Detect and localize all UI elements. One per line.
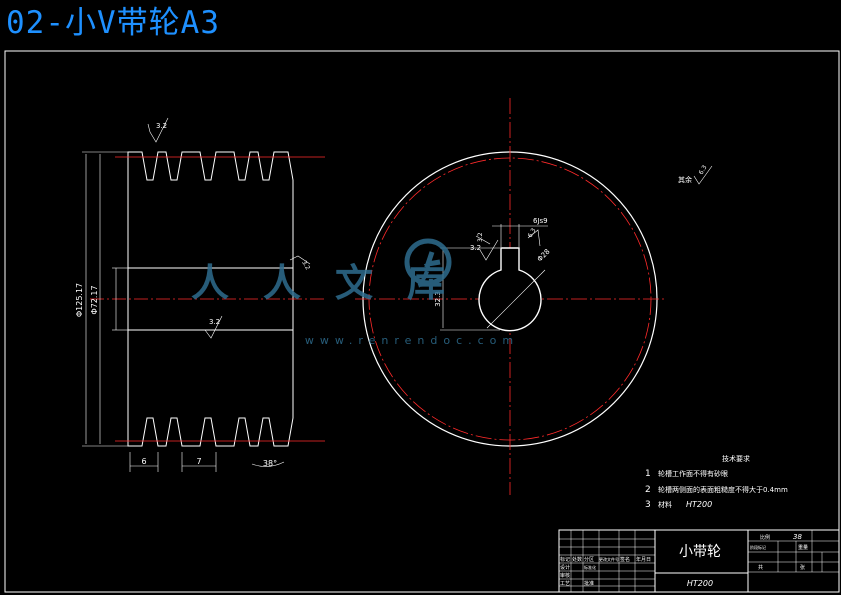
watermark-url: www.renrendoc.com bbox=[305, 334, 519, 347]
scale-value: 38 bbox=[793, 533, 802, 541]
tech-heading: 技术要求 bbox=[722, 454, 750, 463]
svg-text:标准化: 标准化 bbox=[584, 564, 596, 570]
roughness-symbol: 3.2 bbox=[147, 117, 169, 143]
title-material: HT200 bbox=[687, 579, 713, 588]
pulley-upper-section bbox=[127, 151, 294, 269]
drawing-frame bbox=[4, 50, 840, 593]
bore-depth-label: 32.3 bbox=[434, 291, 442, 307]
page-title: 02-小V带轮A3 bbox=[6, 5, 220, 41]
svg-text:张: 张 bbox=[800, 564, 805, 571]
groove-angle-label: 38° bbox=[263, 459, 277, 468]
svg-text:签名: 签名 bbox=[620, 556, 630, 563]
svg-text:审核: 审核 bbox=[560, 572, 570, 579]
svg-text:年月日: 年月日 bbox=[636, 556, 651, 563]
svg-text:3.2: 3.2 bbox=[156, 122, 167, 130]
svg-text:批准: 批准 bbox=[584, 580, 594, 587]
svg-text:阶段标记: 阶段标记 bbox=[750, 544, 766, 550]
svg-text:共: 共 bbox=[758, 564, 763, 571]
groove-offset-label: 6 bbox=[141, 457, 146, 466]
bore-dia-label: Φ28 bbox=[536, 248, 552, 264]
svg-text:设计: 设计 bbox=[560, 564, 570, 571]
svg-text:2: 2 bbox=[645, 485, 651, 495]
side-section-view: Φ125.17 Φ72.17 6 7 38° 3.2 3.2 3.2 bbox=[75, 117, 325, 472]
watermark: 人人文库 www.renrendoc.com bbox=[191, 238, 519, 347]
tech-item: 材料 bbox=[658, 500, 672, 509]
part-name: 小带轮 bbox=[679, 544, 721, 560]
roughness-symbol: 6.3 bbox=[527, 227, 541, 247]
svg-text:工艺: 工艺 bbox=[560, 581, 570, 587]
bore-with-keyway bbox=[478, 247, 542, 332]
mid-dia-label: Φ72.17 bbox=[90, 285, 99, 314]
svg-text:更改文件号: 更改文件号 bbox=[599, 556, 619, 562]
title-block: 标记 处数 分区 更改文件号 签名 年月日 设计 标准化 审核 工艺 批准 小带… bbox=[558, 529, 840, 593]
svg-text:处数: 处数 bbox=[572, 556, 582, 563]
svg-text:3.2: 3.2 bbox=[209, 318, 220, 326]
svg-text:比例: 比例 bbox=[760, 534, 770, 541]
roughness-symbol: 3.2 bbox=[470, 239, 499, 261]
svg-text:6.3: 6.3 bbox=[527, 227, 538, 239]
keyway-width-label: 6Js9 bbox=[533, 217, 548, 225]
roughness-symbol: 3.2 bbox=[204, 315, 223, 339]
svg-text:3.2: 3.2 bbox=[470, 244, 481, 252]
technical-requirements: 技术要求 1 轮槽工作面不得有砂眼 2 轮槽两侧面的表面粗糙度不得大于0.4mm… bbox=[645, 454, 788, 510]
groove-pitch-label: 7 bbox=[196, 457, 201, 466]
svg-text:分区: 分区 bbox=[584, 556, 594, 563]
roughness-symbol: 3.2 bbox=[475, 232, 491, 245]
pulley-lower-section bbox=[127, 329, 294, 447]
surface-note-value: 6.3 bbox=[698, 164, 709, 176]
tech-item: 轮槽工作面不得有砂眼 bbox=[658, 469, 728, 478]
surface-note-label: 其余 bbox=[678, 175, 692, 184]
tech-item: 轮槽两侧面的表面粗糙度不得大于0.4mm bbox=[658, 485, 788, 494]
surface-finish-note: 其余 6.3 bbox=[678, 164, 713, 185]
svg-text:标记: 标记 bbox=[560, 556, 570, 563]
tech-material: HT200 bbox=[686, 500, 712, 509]
svg-text:1: 1 bbox=[645, 469, 651, 479]
svg-text:3: 3 bbox=[645, 500, 651, 510]
svg-text:3.2: 3.2 bbox=[300, 260, 311, 272]
svg-text:3.2: 3.2 bbox=[477, 232, 484, 242]
front-view: 6Js9 32.3 Φ28 3.2 3.2 6.3 bbox=[355, 98, 665, 495]
watermark-text: 人人文库 bbox=[191, 260, 479, 305]
roughness-symbol: 3.2 bbox=[289, 255, 311, 272]
svg-text:重量: 重量 bbox=[798, 544, 808, 551]
outer-dia-label: Φ125.17 bbox=[75, 283, 84, 317]
